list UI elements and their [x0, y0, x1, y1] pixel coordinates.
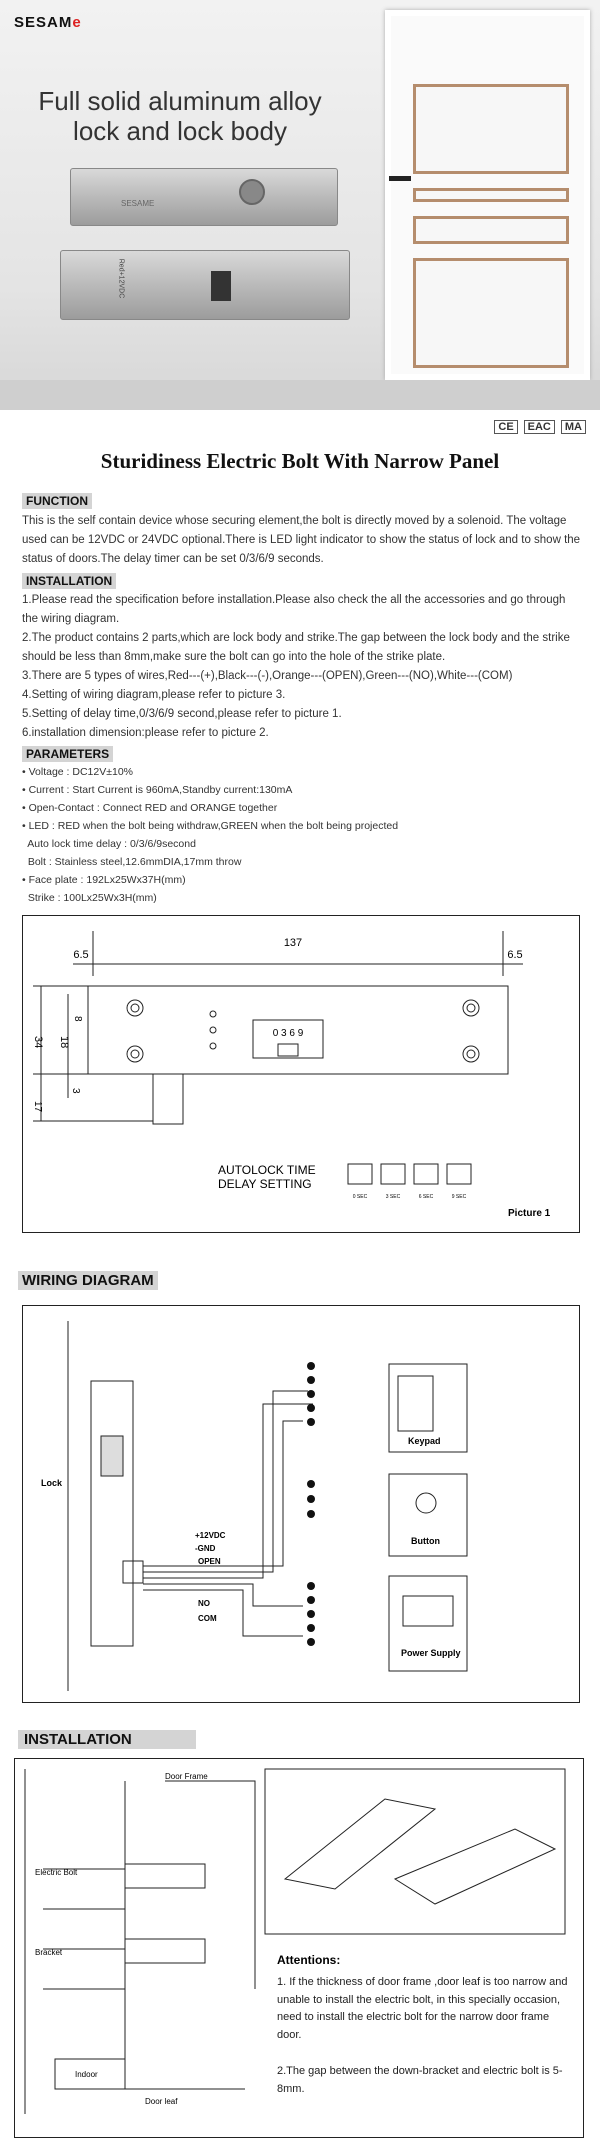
parameter-item: • Voltage : DC12V±10%	[22, 766, 134, 778]
delay-digits: 0 3 6 9	[273, 1028, 304, 1039]
power-label: Power Supply	[401, 1648, 461, 1658]
parameter-item: Strike : 100Lx25Wx3H(mm)	[22, 892, 157, 904]
dim-18: 18	[58, 1036, 70, 1048]
wiring-diagram: Lock Keypad Button Power Supply +12VDC -…	[22, 1305, 580, 1703]
strike-image: Red+12VDC	[60, 250, 350, 320]
wire-label: -GND	[195, 1544, 216, 1553]
parameter-item: • Open-Contact : Connect RED and ORANGE …	[22, 802, 278, 814]
door-leaf-label: Door leaf	[145, 2097, 178, 2106]
switch-label: 3 SEC	[386, 1194, 401, 1200]
document-title: Sturidiness Electric Bolt With Narrow Pa…	[100, 449, 500, 473]
dim-left: 6.5	[73, 949, 88, 961]
indoor-label: Indoor	[75, 2070, 98, 2079]
dim-3: 3	[70, 1088, 81, 1094]
hero-banner: SESAMe Full solid aluminum alloy lock an…	[0, 0, 600, 410]
lock-body-image: SESAME	[70, 168, 338, 226]
installation-diagram-title: INSTALLATION	[18, 1730, 196, 1749]
switch-label: 6 SEC	[419, 1194, 434, 1200]
parameter-item: • LED : RED when the bolt being withdraw…	[22, 820, 399, 832]
electric-bolt-label: Electric Bolt	[35, 1868, 78, 1877]
hero-title: Full solid aluminum alloy lock and lock …	[38, 86, 322, 146]
lock-label: Lock	[41, 1478, 63, 1488]
button-label: Button	[411, 1536, 440, 1546]
attention-item: 1. If the thickness of door frame ,door …	[277, 1976, 568, 2041]
parameter-item: • Current : Start Current is 960mA,Stand…	[22, 784, 293, 796]
attention-item: 2.The gap between the down-bracket and e…	[277, 2065, 563, 2095]
keypad-label: Keypad	[408, 1436, 441, 1446]
bracket-label: Bracket	[35, 1948, 63, 1957]
delay-caption: DELAY SETTING	[218, 1177, 312, 1191]
wire-label: NO	[198, 1599, 210, 1608]
attentions-title: Attentions:	[277, 1953, 340, 1967]
picture-label: Picture 1	[508, 1208, 551, 1219]
installation-item: 2.The product contains 2 parts,which are…	[22, 632, 570, 663]
switch-label: 9 SEC	[452, 1194, 467, 1200]
installation-item: 5.Setting of delay time,0/3/6/9 second,p…	[22, 708, 342, 720]
function-text: This is the self contain device whose se…	[22, 515, 581, 565]
dim-17: 17	[32, 1101, 43, 1113]
installation-item: 4.Setting of wiring diagram,please refer…	[22, 689, 286, 701]
dim-right: 6.5	[507, 949, 522, 961]
installation-item: 3.There are 5 types of wires,Red---(+),B…	[22, 670, 513, 682]
wire-label: OPEN	[198, 1557, 221, 1566]
installation-item: 6.installation dimension:please refer to…	[22, 727, 269, 739]
installation-diagram: Door Frame Electric Bolt Bracket Indoor …	[14, 1758, 584, 2138]
door-image	[385, 10, 590, 380]
parameter-item: Bolt : Stainless steel,12.6mmDIA,17mm th…	[22, 856, 242, 868]
parameter-item: • Face plate : 192Lx25Wx37H(mm)	[22, 874, 186, 886]
wiring-diagram-title: WIRING DIAGRAM	[18, 1271, 158, 1290]
dimension-diagram: 137 6.5 6.5 8 34 18 3 17 0 3 6 9 AUTOLOC…	[22, 915, 580, 1233]
parameters-header: PARAMETERS	[22, 746, 114, 762]
wire-label: COM	[198, 1614, 217, 1623]
parameter-item: Auto lock time delay : 0/3/6/9second	[22, 838, 196, 850]
dim-total: 137	[284, 937, 302, 949]
autolock-caption: AUTOLOCK TIME	[218, 1163, 316, 1177]
installation-header: INSTALLATION	[22, 573, 117, 589]
wire-label: +12VDC	[195, 1531, 226, 1540]
switch-label: 0 SEC	[353, 1194, 368, 1200]
dim-8: 8	[72, 1016, 83, 1022]
function-header: FUNCTION	[22, 493, 92, 509]
dim-34: 34	[32, 1036, 44, 1048]
brand-logo: SESAMe	[14, 14, 82, 31]
installation-item: 1.Please read the specification before i…	[22, 594, 566, 625]
door-frame-label: Door Frame	[165, 1772, 208, 1781]
